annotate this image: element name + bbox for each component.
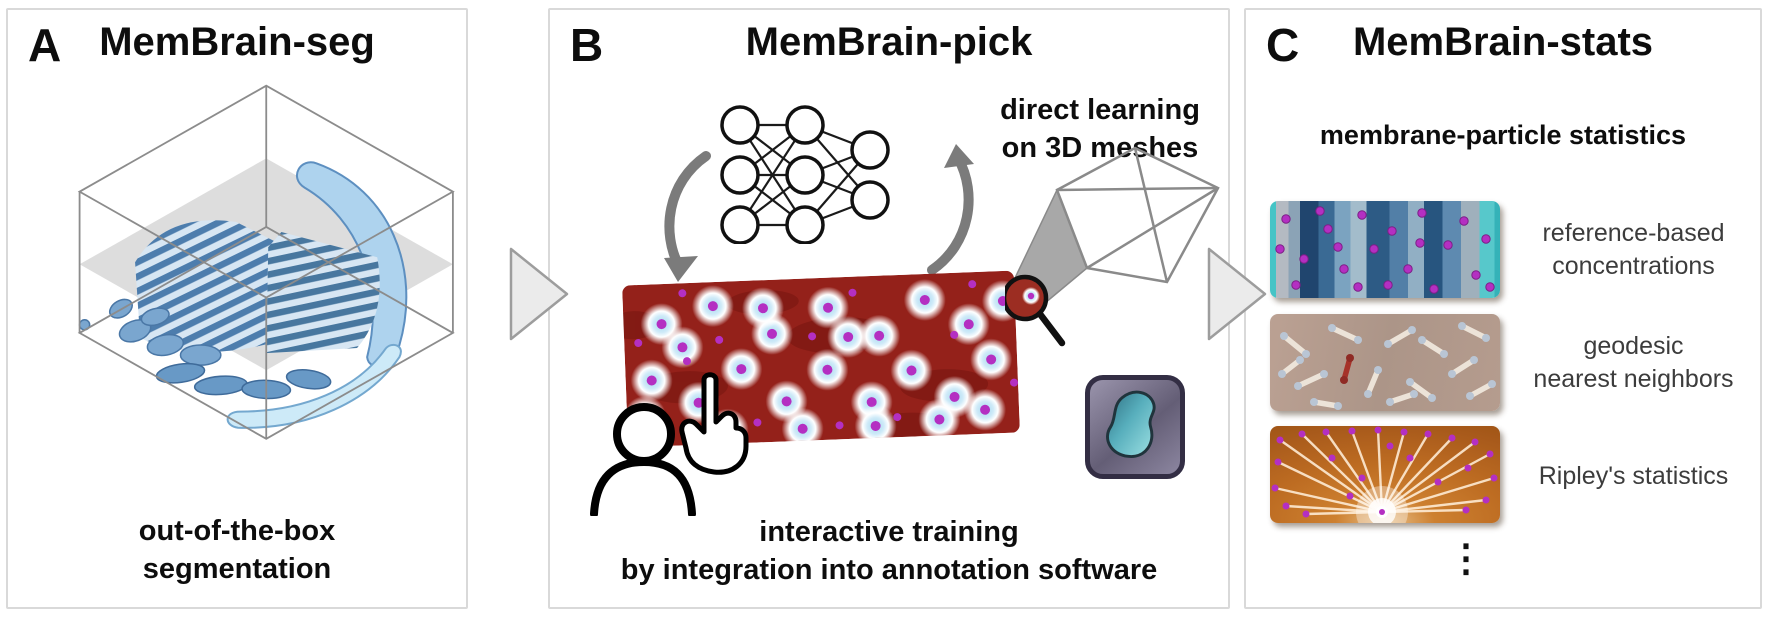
stat-label-line: concentrations (1552, 251, 1715, 280)
flow-arrow-a-to-b-icon (509, 247, 569, 341)
caption-line: out-of-the-box (138, 515, 336, 547)
cycle-arrow-right-icon (927, 144, 974, 275)
caption-line: interactive training (759, 516, 1019, 548)
more-statistics-ellipsis: ⋮ (1447, 538, 1485, 580)
neural-network-icon (720, 105, 890, 244)
mesh-magnifier-icon (1005, 146, 1220, 347)
magnifier-lens (1005, 274, 1066, 347)
reference-concentrations-thumbnail (1270, 201, 1500, 298)
ripley-statistics-thumbnail (1270, 426, 1500, 523)
stat-label-line: reference-based (1542, 219, 1725, 247)
panel-b-caption: interactive training by integration into… (550, 513, 1228, 590)
membrane-segmentation-shapes (78, 161, 408, 429)
annotation-software-icon (1085, 375, 1185, 479)
panel-membrain-pick: B MemBrain-pick direct learning on 3D me… (548, 8, 1230, 609)
caption-line: by integration into annotation software (620, 554, 1158, 587)
pointing-hand-icon (679, 372, 749, 475)
panel-c-title: MemBrain-stats (1352, 20, 1654, 64)
panel-membrain-seg: A MemBrain-seg (6, 8, 468, 609)
panel-a-title: MemBrain-seg (99, 20, 375, 64)
panel-a-caption: out-of-the-box segmentation (8, 512, 466, 589)
caption-line: segmentation (142, 553, 332, 586)
panel-b-title: MemBrain-pick (745, 20, 1033, 64)
mesh-note-line: on 3D meshes (1001, 131, 1199, 164)
stat-label-line: geodesic (1583, 332, 1684, 360)
panel-membrain-stats: C MemBrain-stats membrane-particle stati… (1244, 8, 1762, 609)
panel-b-label: B (570, 19, 604, 71)
stat-label-ripley-statistics: Ripley's statistics (1511, 460, 1756, 493)
mesh-note-line: direct learning (1000, 94, 1200, 126)
triangulated-mesh (1055, 146, 1220, 284)
stat-label-reference-concentrations: reference-based concentrations (1511, 217, 1756, 282)
cycle-arrow-left-icon (664, 151, 711, 282)
tomogram-segmentation-3d-image (77, 84, 455, 440)
panel-c-subtitle: membrane-particle statistics (1319, 120, 1687, 150)
ray-origin-glow (1356, 486, 1408, 523)
panel-a-label: A (28, 19, 62, 71)
panel-c-label: C (1266, 19, 1300, 71)
mesh-note: direct learning on 3D meshes (975, 92, 1225, 167)
flow-arrow-b-to-c-icon (1207, 247, 1267, 341)
stat-label-line: Ripley's statistics (1538, 462, 1729, 490)
stat-label-line: nearest neighbors (1533, 364, 1734, 393)
bounding-box-wireframe (77, 84, 455, 440)
stat-label-geodesic-neighbors: geodesic nearest neighbors (1511, 330, 1756, 395)
user-icon (590, 403, 696, 516)
geodesic-neighbors-thumbnail (1270, 314, 1500, 411)
